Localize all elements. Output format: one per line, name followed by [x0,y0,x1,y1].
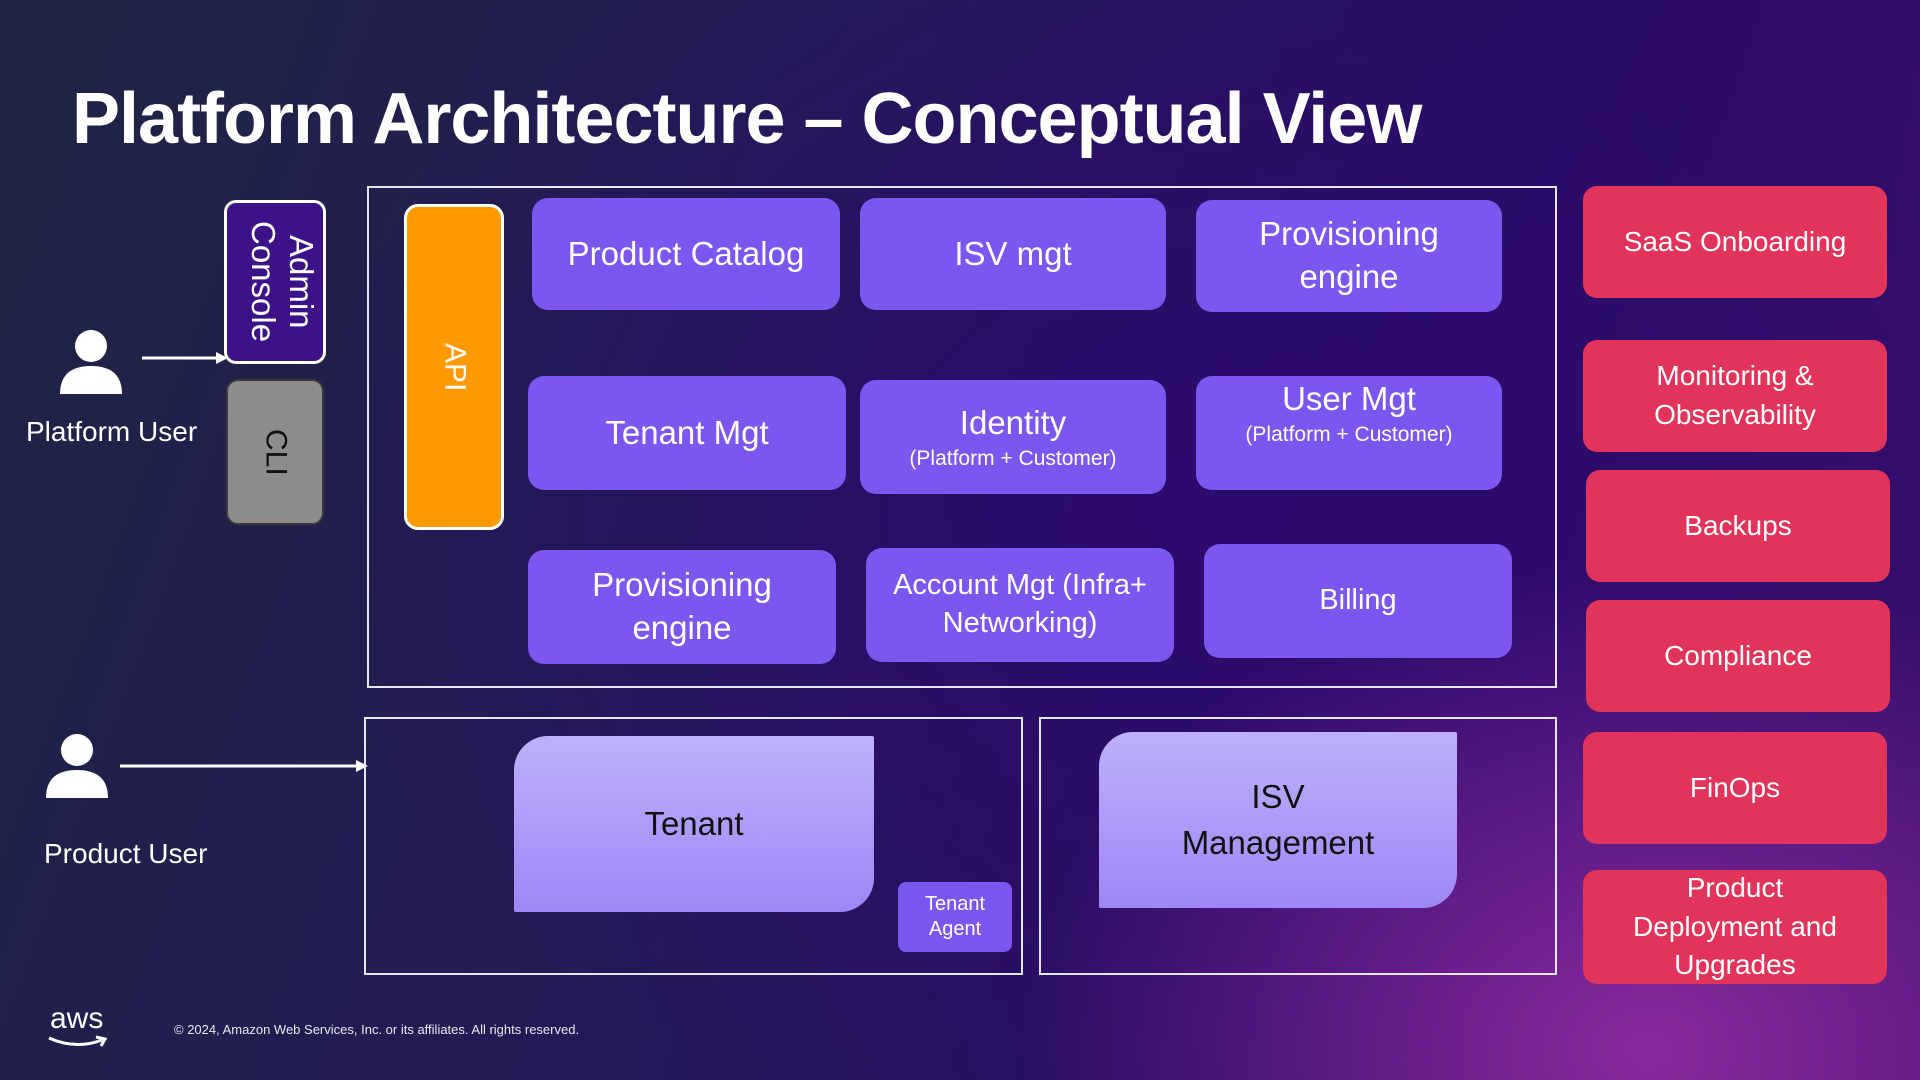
product-user-icon [46,734,108,798]
op-monitoring-observability: Monitoring & Observability [1583,340,1887,452]
api-gateway: API [404,204,504,530]
op-backups: Backups [1586,470,1890,582]
aws-logo: aws [46,1002,110,1048]
platform-user-arrow [142,352,228,364]
op-saas-onboarding: SaaS Onboarding [1583,186,1887,298]
service-label: Product Catalog [567,234,805,272]
op-finops: FinOps [1583,732,1887,844]
admin-console-label: Admin Console [245,221,320,343]
service-sublabel: (Platform + Customer) [1245,422,1453,446]
service-label: Provisioning engine [592,566,772,646]
service-account-mgt: Account Mgt (Infra+ Networking) [866,548,1174,662]
product-user-arrow [120,760,368,772]
isv-management-label: ISV Management [1181,777,1375,861]
service-label: User Mgt [1282,380,1416,417]
service-label: ISV mgt [954,234,1072,272]
platform-user-icon [60,330,122,394]
tenant-agent-label: Tenant Agent [924,893,986,940]
op-label: Compliance [1664,639,1812,671]
service-isv-mgt: ISV mgt [860,198,1166,310]
service-product-catalog: Product Catalog [532,198,840,310]
service-provisioning-engine-2: Provisioning engine [528,550,836,664]
op-label: Backups [1684,509,1792,541]
aws-smile-icon [48,1035,108,1047]
service-label: Billing [1319,584,1397,617]
service-label: Tenant Mgt [605,413,769,451]
service-label: Identity [959,403,1067,441]
op-compliance: Compliance [1586,600,1890,712]
service-tenant-mgt: Tenant Mgt [528,376,846,490]
page-title: Platform Architecture – Conceptual View [72,79,1422,159]
copyright-text: © 2024, Amazon Web Services, Inc. or its… [174,1022,580,1037]
platform-user-label: Platform User [26,416,198,447]
service-user-mgt: User Mgt (Platform + Customer) [1196,376,1502,490]
service-label: Account Mgt (Infra+ Networking) [893,569,1147,639]
product-user-label: Product User [44,838,208,869]
tenant-frame [364,717,1023,975]
tenant-label: Tenant [644,804,744,842]
tenant-tile: Tenant [514,736,874,912]
isv-management-frame [1039,717,1557,975]
cli-label: CLI [259,428,293,476]
service-billing: Billing [1204,544,1512,658]
op-label: FinOps [1689,771,1781,803]
service-identity: Identity (Platform + Customer) [860,380,1166,494]
cli-box: CLI [226,379,324,525]
control-plane-frame [367,186,1557,688]
op-label: SaaS Onboarding [1623,225,1847,257]
isv-management-tile: ISV Management [1099,732,1457,908]
op-label: Product Deployment and Upgrades [1633,872,1837,981]
tenant-agent: Tenant Agent [898,882,1012,952]
api-label: API [438,342,472,392]
aws-logo-text: aws [50,1002,104,1035]
service-provisioning-engine: Provisioning engine [1196,200,1502,312]
op-product-deployment: Product Deployment and Upgrades [1583,870,1887,984]
service-sublabel: (Platform + Customer) [909,446,1117,470]
admin-console: Admin Console [224,200,326,364]
service-label: Provisioning engine [1259,215,1439,295]
op-label: Monitoring & Observability [1654,360,1816,430]
